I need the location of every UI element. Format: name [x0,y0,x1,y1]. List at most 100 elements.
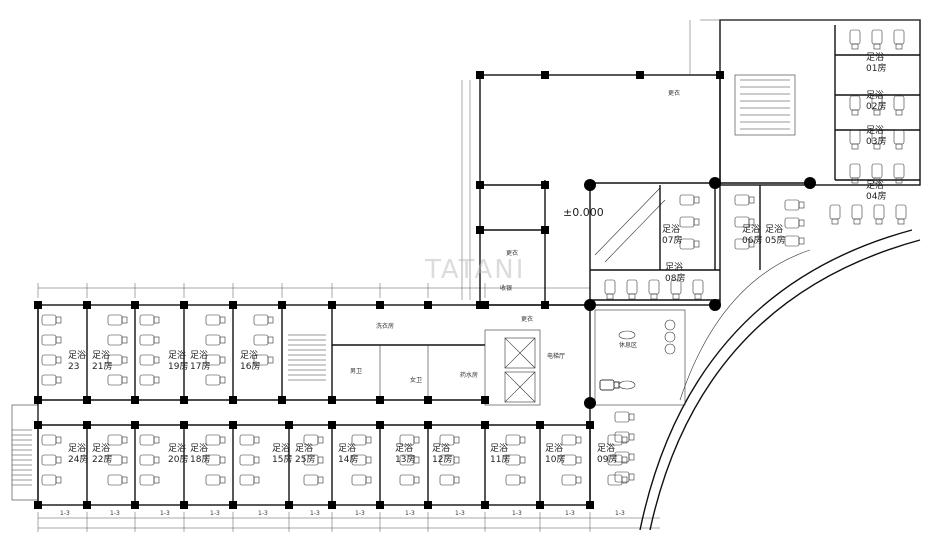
room-type-text: 足浴 [597,443,615,454]
table [618,380,636,390]
column [476,181,484,189]
room-type-text: 足浴 [866,52,884,63]
massage-chair [871,29,883,45]
footrest [575,476,582,484]
room-type-text: 足浴 [662,224,680,235]
column [636,71,644,79]
footrest [575,436,582,444]
footrest [798,219,805,227]
dimension-label: 1-3 [512,510,522,517]
column [376,301,384,309]
footrest [693,218,700,226]
massage-chair [205,434,221,446]
column [424,396,432,404]
dimension-label: 1-3 [405,510,415,517]
footrest [121,436,128,444]
wall [11,404,39,501]
footrest [628,433,635,441]
footrest [851,43,859,50]
wall [504,337,536,369]
massage-chair [679,194,695,206]
room-type-text: 足浴 [432,443,450,454]
column [476,301,484,309]
room-type-text: 足浴 [190,350,208,361]
dimension-label: 1-3 [355,510,365,517]
column [328,396,336,404]
massage-chair [692,279,704,295]
massage-chair [599,379,615,391]
massage-chair [107,334,123,346]
room-number-text: 08房 [665,272,685,284]
footrest [650,293,658,300]
column [278,396,286,404]
room-number-text: 18房 [190,453,210,465]
massage-chair [205,314,221,326]
room-type-text: 足浴 [866,180,884,191]
room-number-text: 09房 [597,453,617,465]
room-number-text: 10房 [545,453,565,465]
column [180,421,188,429]
massage-chair [505,474,521,486]
room-type-text: 足浴 [665,262,683,273]
room-number-text: 15房 [272,453,292,465]
footrest [895,43,903,50]
massage-chair [253,334,269,346]
footrest [267,316,274,324]
room-type-text: 足浴 [92,350,110,361]
footrest [121,336,128,344]
room-type-text: 足浴 [68,350,86,361]
massage-chair [107,314,123,326]
footrest [153,336,160,344]
wall [594,309,686,406]
column [285,421,293,429]
massage-chair [139,434,155,446]
massage-chair [439,474,455,486]
room-type-text: 足浴 [168,443,186,454]
wall [484,329,541,406]
footrest [519,436,526,444]
footrest [317,476,324,484]
stool [664,319,676,331]
footrest [317,456,324,464]
footrest [317,436,324,444]
room-type-text: 足浴 [545,443,563,454]
footrest [219,476,226,484]
label-changing-1: 更衣 [506,249,518,257]
massage-chair [41,434,57,446]
round-column [804,177,816,189]
footrest [55,336,62,344]
room-number-text: 05房 [765,234,785,246]
massage-chair [205,374,221,386]
column [586,501,594,509]
footrest [798,201,805,209]
column [180,501,188,509]
column [131,421,139,429]
label-potion-room: 药水房 [460,371,478,379]
footrest [613,381,620,389]
massage-chair [139,374,155,386]
footrest [219,356,226,364]
room-number-text: 17房 [190,360,210,372]
footrest [153,376,160,384]
column [83,501,91,509]
wall [504,371,536,403]
stool [664,331,676,343]
label-elevator-hall: 电梯厅 [547,352,565,360]
column [229,301,237,309]
massage-chair [41,354,57,366]
curved-wall [649,239,921,531]
column [424,301,432,309]
column [376,421,384,429]
massage-chair [849,129,861,145]
massage-chair [253,314,269,326]
room-type-text: 足浴 [168,350,186,361]
massage-chair [41,454,57,466]
room-type-text: 足浴 [190,443,208,454]
room-number-text: 06房 [742,234,762,246]
massage-chair [893,29,905,45]
massage-chair [604,279,616,295]
